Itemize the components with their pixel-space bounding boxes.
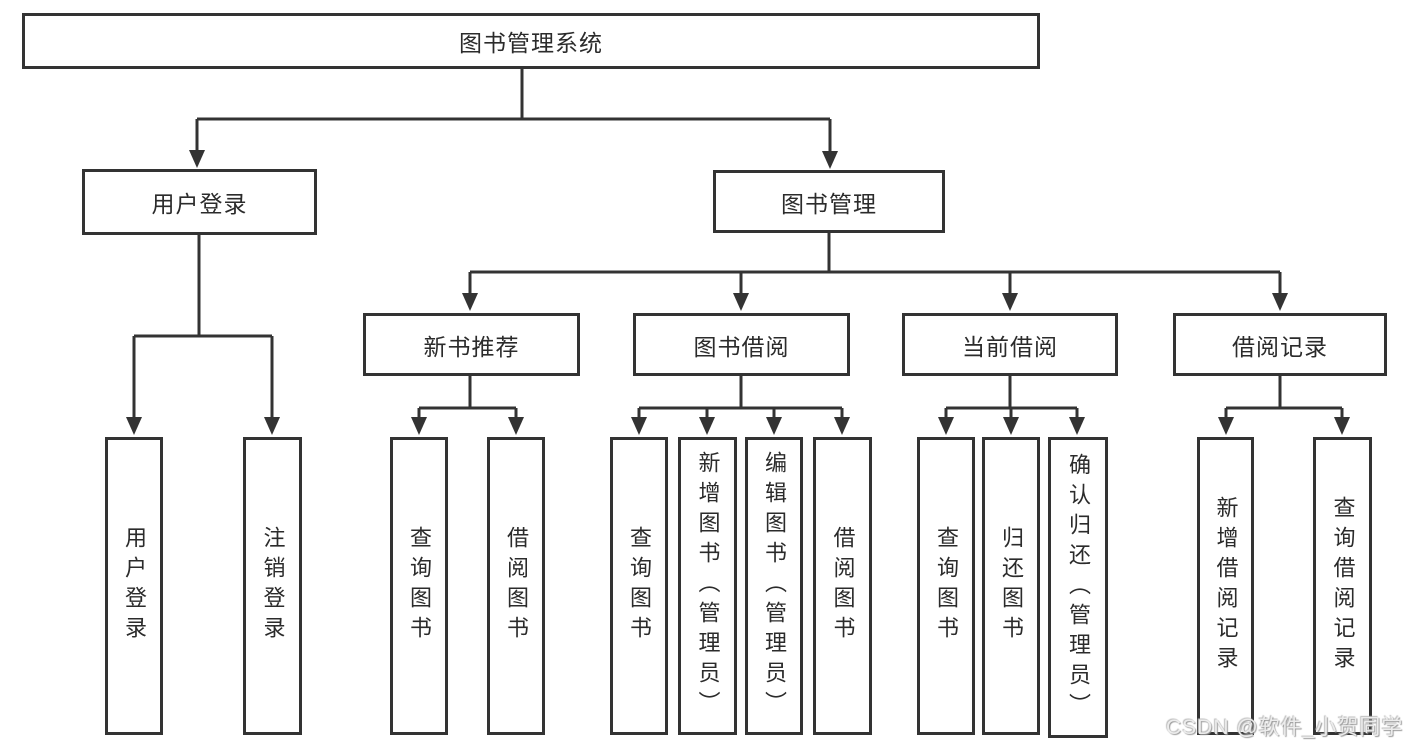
connector-arrowheads [126, 150, 1350, 435]
connector-borrowrecord-to-children [1224, 376, 1344, 419]
arrowhead [189, 150, 205, 168]
leaf-records-add-record-label: 新增借阅记录 [1213, 496, 1239, 676]
arrowhead [822, 151, 838, 169]
leaf-newbook-query-books-label: 查询图书 [407, 526, 432, 646]
leaf-borrowing-borrow-books-label: 借阅图书 [830, 526, 856, 646]
arrowhead [1002, 293, 1018, 311]
leaf-current-confirm-return-admin: 确认归还（管理员） [1048, 437, 1108, 738]
connector-userlogin-to-children [132, 235, 274, 419]
connector-root-to-level2 [195, 69, 832, 152]
arrowhead [1218, 417, 1234, 435]
arrowhead [411, 417, 427, 435]
leaf-current-return-books: 归还图书 [982, 437, 1040, 735]
leaf-records-query-record-label: 查询借阅记录 [1330, 496, 1356, 676]
node-user-login: 用户登录 [82, 169, 317, 235]
arrowhead [1003, 417, 1019, 435]
leaf-records-add-record: 新增借阅记录 [1197, 437, 1254, 735]
arrowhead [699, 417, 715, 435]
node-current-borrowing: 当前借阅 [902, 313, 1118, 376]
arrowhead [631, 417, 647, 435]
leaf-borrowing-edit-books-admin: 编辑图书（管理员） [745, 437, 803, 735]
node-book-management: 图书管理 [713, 170, 945, 233]
arrowhead [126, 417, 142, 435]
connector-currentborrow-to-children [944, 376, 1079, 419]
leaf-borrowing-add-books-admin: 新增图书（管理员） [678, 437, 737, 735]
arrowhead [766, 417, 782, 435]
leaf-borrowing-add-books-admin-label: 新增图书（管理员） [695, 451, 721, 721]
csdn-watermark: CSDN @软件_小贺同学 [1166, 716, 1404, 739]
leaf-current-confirm-return-admin-label: 确认归还（管理员） [1066, 452, 1091, 723]
leaf-newbook-borrow-books-label: 借阅图书 [504, 526, 529, 646]
leaf-current-query-books: 查询图书 [917, 437, 975, 735]
connector-bookmgmt-to-groups [468, 233, 1282, 295]
arrowhead [1272, 293, 1288, 311]
arrowhead [834, 417, 850, 435]
leaf-logout: 注销登录 [243, 437, 302, 735]
arrowhead [1334, 417, 1350, 435]
leaf-borrowing-borrow-books: 借阅图书 [813, 437, 872, 735]
connector-lines [132, 69, 1344, 419]
arrowhead [264, 417, 280, 435]
leaf-user-login-label: 用户登录 [122, 526, 147, 646]
connector-newbook-to-children [417, 376, 518, 419]
node-borrowing-records: 借阅记录 [1173, 313, 1387, 376]
leaf-logout-label: 注销登录 [260, 526, 286, 646]
arrowhead [938, 417, 954, 435]
arrowhead [462, 293, 478, 311]
leaf-newbook-query-books: 查询图书 [390, 437, 448, 735]
leaf-borrowing-query-books-label: 查询图书 [627, 526, 652, 646]
node-book-borrowing: 图书借阅 [633, 313, 850, 376]
arrowhead [1069, 417, 1085, 435]
connector-bookborrow-to-children [637, 376, 844, 419]
leaf-records-query-record: 查询借阅记录 [1313, 437, 1372, 735]
leaf-current-query-books-label: 查询图书 [934, 526, 959, 646]
arrowhead [508, 417, 524, 435]
arrowhead [733, 293, 749, 311]
node-new-book-recommendation: 新书推荐 [363, 313, 580, 376]
leaf-borrowing-query-books: 查询图书 [610, 437, 668, 735]
node-root: 图书管理系统 [22, 13, 1040, 69]
leaf-newbook-borrow-books: 借阅图书 [487, 437, 545, 735]
leaf-borrowing-edit-books-admin-label: 编辑图书（管理员） [762, 451, 787, 721]
leaf-current-return-books-label: 归还图书 [999, 526, 1024, 646]
leaf-user-login: 用户登录 [105, 437, 163, 735]
